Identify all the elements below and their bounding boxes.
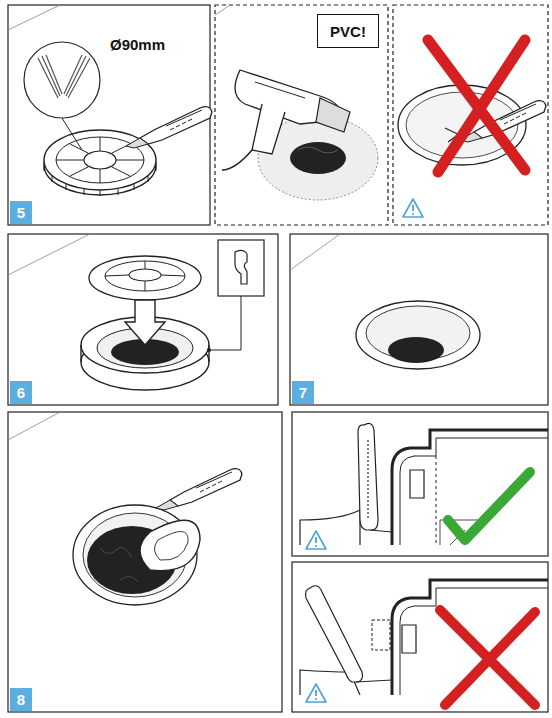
drain-grate [89, 256, 201, 300]
panel-frame [215, 5, 388, 225]
panel-frame [8, 234, 278, 405]
panel-frame [393, 5, 548, 225]
correct-check [448, 472, 530, 540]
cross-section [300, 423, 548, 545]
material-tag: PVC! [317, 14, 379, 48]
step-number-text: 5 [17, 204, 25, 221]
wrong-cross [428, 40, 525, 172]
cut-membrane [140, 520, 200, 570]
clip-detail [207, 240, 264, 352]
drain-ring [356, 301, 480, 369]
panel-frame [8, 412, 282, 712]
panel-frame [290, 234, 548, 405]
insert-arrow [125, 300, 165, 345]
panel-frame [292, 412, 548, 556]
step-number: 6 [10, 381, 32, 404]
magnifier-detail [24, 42, 100, 150]
panel-frame [8, 5, 210, 225]
dimension-label: Ø90mm [110, 36, 165, 53]
heat-gun [222, 70, 350, 170]
tag-text: PVC! [330, 23, 366, 40]
step-number: 7 [292, 381, 314, 404]
panel-frame [292, 562, 548, 712]
wrong-cross [440, 610, 535, 705]
floor-edge [8, 5, 340, 440]
step-number-text: 6 [17, 384, 25, 401]
step-number: 8 [10, 688, 32, 711]
step-number-text: 8 [17, 691, 25, 708]
step-number: 5 [10, 201, 32, 224]
step-number-text: 7 [299, 384, 307, 401]
